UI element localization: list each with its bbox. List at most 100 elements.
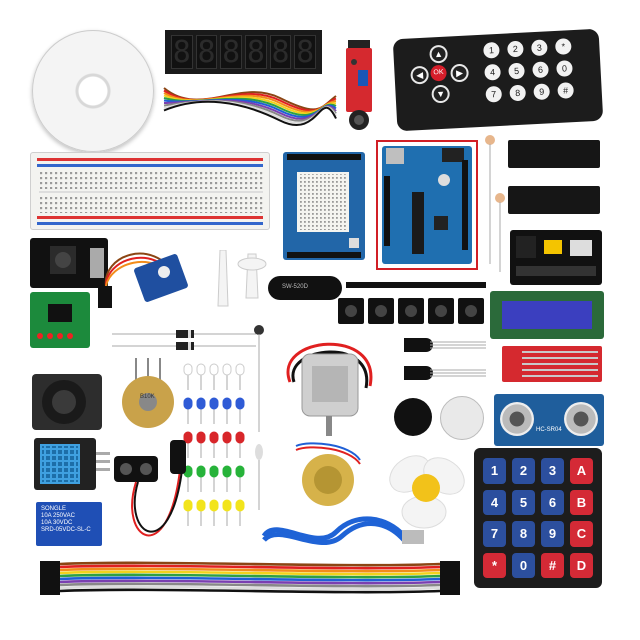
keypad-key: 7	[483, 521, 506, 547]
transistor-pair	[400, 334, 486, 388]
ultrasonic-sensor: HC-SR04	[494, 394, 604, 446]
potentiometer-label: B10K	[140, 394, 155, 400]
ir-receiver-module	[30, 238, 108, 288]
ultrasonic-label: HC-SR04	[536, 427, 562, 433]
sound-sensor-module	[344, 40, 374, 132]
potentiometer: B10K	[120, 358, 176, 432]
led	[196, 431, 206, 458]
cd-disc	[32, 30, 154, 152]
keypad-key: 8	[512, 521, 535, 547]
ribbon-wire	[59, 567, 441, 573]
ribbon-wire	[59, 573, 441, 579]
lcd-screen	[502, 301, 592, 329]
led	[196, 465, 206, 492]
led	[183, 363, 193, 390]
led	[222, 499, 232, 526]
segment-digit: 8	[220, 35, 243, 70]
remote-left-key: ◀	[410, 65, 430, 85]
segment-digit: 8	[269, 35, 292, 70]
tilt-switch: SW-520D	[268, 276, 342, 300]
keypad-key: *	[483, 552, 506, 578]
battery-clip-cable	[108, 430, 192, 560]
remote-number-key: 6	[532, 61, 549, 79]
ribbon-wire	[59, 582, 441, 588]
led	[183, 397, 193, 424]
led	[183, 431, 193, 458]
joystick-module	[30, 370, 104, 434]
ribbon-wire	[59, 570, 441, 576]
remote-number-key: *	[554, 38, 572, 55]
photoresistor-pair	[484, 134, 506, 274]
keypad-key: 1	[483, 458, 506, 484]
led	[209, 397, 219, 424]
led	[196, 499, 206, 526]
led	[235, 363, 245, 390]
led	[209, 499, 219, 526]
passive-buzzer	[440, 396, 484, 440]
active-buzzer	[394, 398, 432, 436]
fan-propeller	[380, 444, 470, 534]
remote-number-key: 9	[533, 83, 551, 101]
segment-digit: 8	[171, 35, 193, 70]
led	[235, 465, 245, 492]
stepper-driver-board	[30, 292, 90, 348]
jumper-wire-bundle	[160, 78, 340, 128]
temperature-sensor-lead	[252, 322, 266, 512]
segment-digit: 8	[294, 35, 317, 70]
keypad-key: 0	[512, 552, 535, 578]
breadboard-power-module	[510, 230, 602, 285]
lcd-1602-display	[490, 291, 604, 339]
stepper-motor	[290, 440, 368, 510]
led	[235, 499, 245, 526]
ir-remote: ▲ ◀ OK ▶ ▼ 1 2 3 4 5 6 7 8 9 * 0 #	[392, 28, 604, 132]
ribbon-wire	[59, 579, 441, 585]
humidity-sensor-module	[34, 438, 110, 490]
led	[196, 363, 206, 390]
remote-number-key: 2	[506, 40, 524, 58]
remote-number-key: 4	[484, 63, 501, 81]
breadboard-holes	[39, 171, 263, 213]
keypad-key: 9	[541, 521, 564, 547]
relay: SONGLE 10A 250VAC 10A 30VDC SRD-05VDC-SL…	[36, 502, 102, 546]
led	[222, 363, 232, 390]
led	[235, 431, 245, 458]
keypad-key: 2	[512, 458, 535, 484]
remote-number-key: 8	[509, 84, 527, 102]
led	[209, 465, 219, 492]
ultrasonic-receiver	[564, 402, 598, 436]
keypad-key: C	[570, 521, 593, 547]
shift-register-ic	[508, 140, 600, 168]
jumper-wire	[163, 100, 337, 126]
led	[222, 465, 232, 492]
keypad-key: 4	[483, 489, 506, 515]
ultrasonic-transmitter	[500, 402, 534, 436]
remote-number-key: 7	[485, 85, 503, 103]
ground-rail	[37, 222, 263, 225]
led	[196, 397, 206, 424]
remote-down-key: ▼	[431, 84, 451, 104]
remote-number-key: 5	[508, 62, 525, 80]
remote-up-key: ▲	[429, 44, 449, 64]
ribbon-wire	[59, 576, 441, 582]
keypad-key: 6	[541, 489, 564, 515]
dc-motor	[272, 326, 388, 442]
ribbon-wire	[59, 585, 441, 591]
pin-header	[346, 282, 486, 288]
keypad-key: 3	[541, 458, 564, 484]
dupont-ribbon-cable	[40, 558, 460, 598]
relay-label-line: SRD-05VDC-SL-C	[41, 527, 91, 533]
seven-segment-display: 8 8 8 8 8 8	[165, 30, 322, 74]
uno-pcb	[382, 146, 472, 264]
led	[235, 397, 245, 424]
power-rail	[37, 216, 263, 219]
segment-digit: 8	[195, 35, 218, 70]
led	[209, 363, 219, 390]
remote-ok-key: OK	[430, 64, 447, 82]
remote-right-key: ▶	[450, 63, 470, 83]
led-assortment	[178, 356, 248, 536]
led	[222, 431, 232, 458]
keypad-key: B	[570, 489, 593, 515]
breadboard	[30, 152, 270, 230]
servo-horns	[212, 250, 274, 310]
keypad-key: 5	[512, 489, 535, 515]
